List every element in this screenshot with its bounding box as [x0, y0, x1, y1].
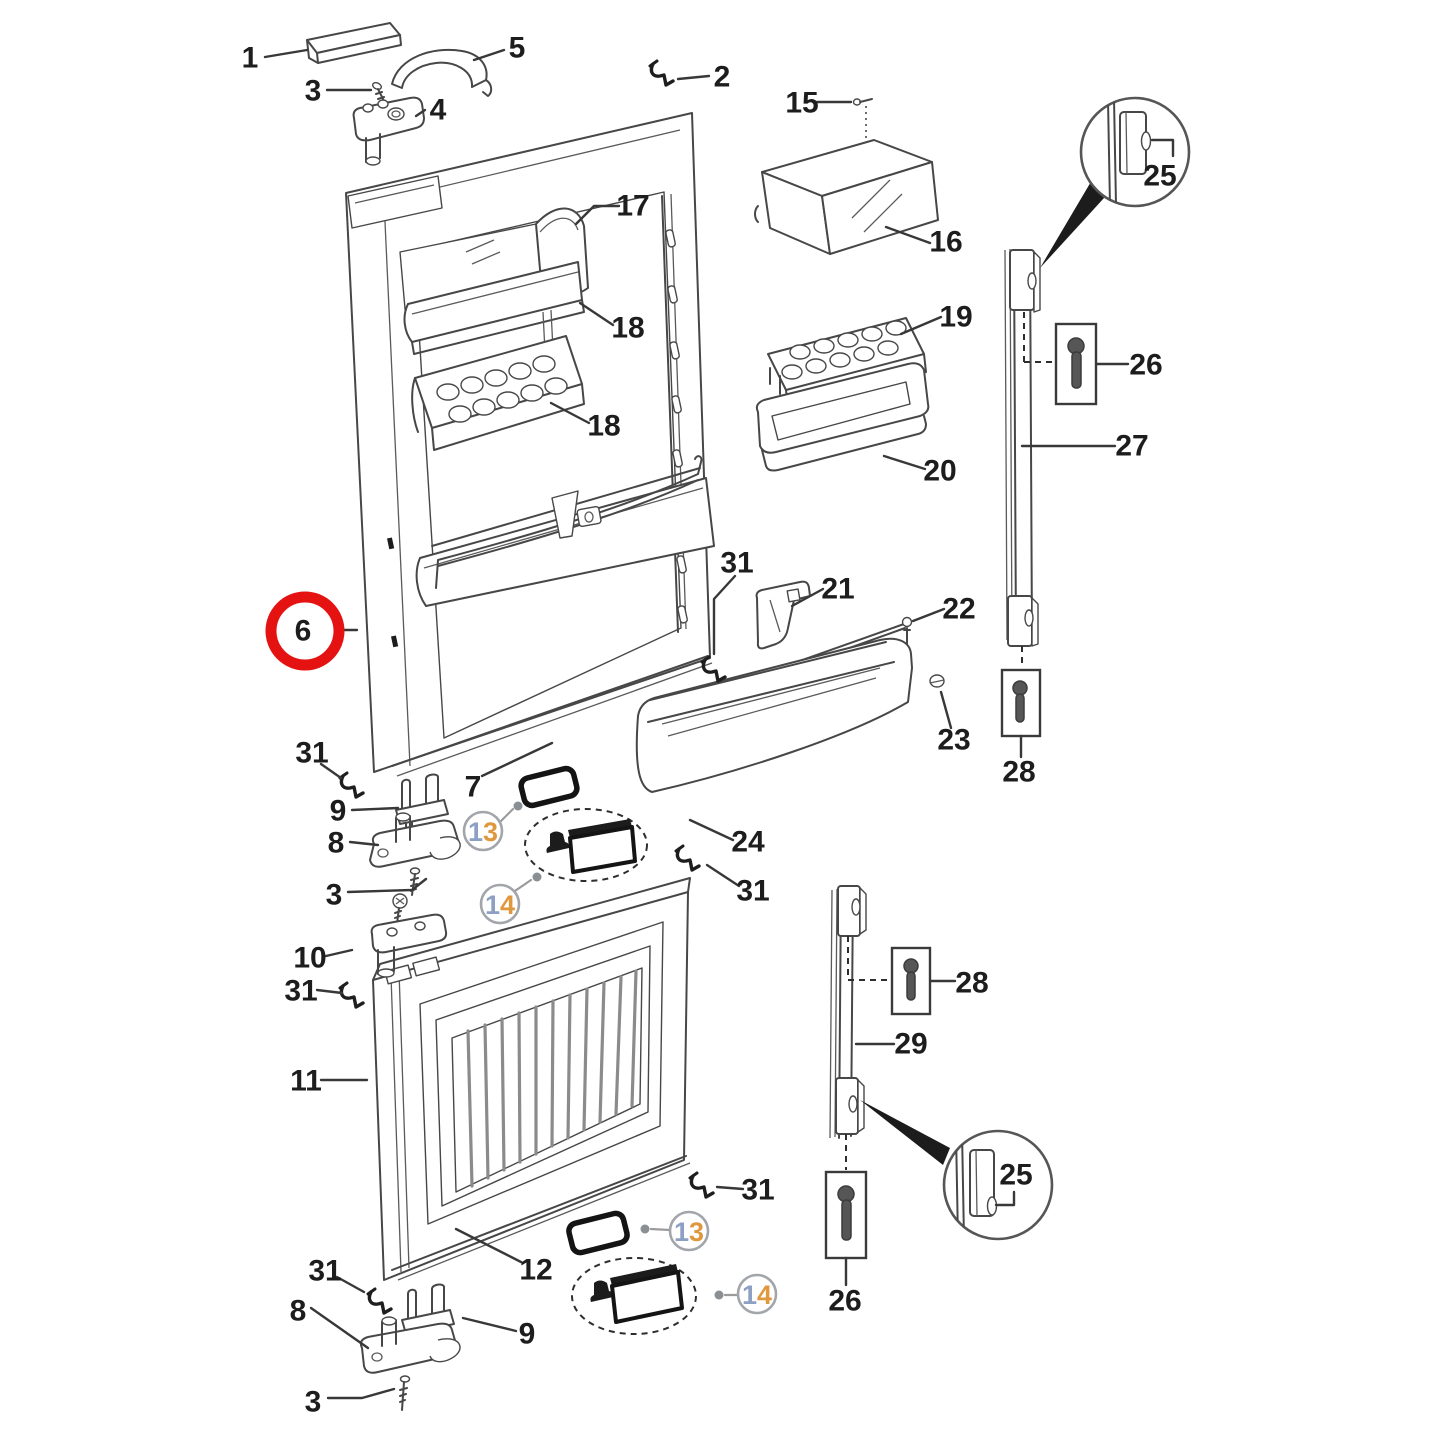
part-door-bottom-shelf [415, 455, 715, 607]
callout-label-28-23: 28 [1002, 756, 1035, 789]
callout-label-28-19: 28 [955, 967, 988, 1000]
part-screw-box-28-top [890, 946, 932, 1016]
callout-label-21-12: 21 [821, 573, 854, 606]
part-egg-tray-19 [767, 317, 927, 409]
callout-label-31-24: 31 [295, 737, 328, 770]
magnifier-circle-25-top [1079, 96, 1191, 208]
part-cap-23 [929, 674, 945, 688]
callout-label-18-9: 18 [587, 410, 620, 443]
part-gasket-kit-14-upper [524, 808, 648, 882]
part-handle-trim-27 [1004, 248, 1056, 668]
part-screw-3-top [372, 81, 387, 106]
callout-label-3-39: 3 [305, 1386, 322, 1419]
callout-label-5-2: 5 [509, 32, 526, 65]
part-top-trim-1 [306, 22, 402, 64]
part-tray-20 [755, 362, 930, 472]
highlighted-callout-label: 6 [295, 615, 312, 648]
part-door-bin-18-upper [403, 261, 585, 355]
svg-text:14: 14 [485, 890, 515, 920]
part-screw-box-26-top [1054, 322, 1098, 406]
callout-label-15-5: 15 [785, 87, 818, 120]
callout-label-25-16: 25 [1143, 160, 1176, 193]
part-door-bin-18-egg [411, 309, 585, 451]
part-support-21 [755, 580, 811, 650]
callout-label-31-28: 31 [741, 1174, 774, 1207]
callout-label-17-7: 17 [616, 190, 649, 223]
svg-text:14: 14 [742, 1280, 772, 1310]
callout-label-29-20: 29 [894, 1028, 927, 1061]
callout-label-1-0: 1 [242, 42, 259, 75]
part-gasket-kit-14-lower [571, 1257, 697, 1335]
callout-label-26-22: 26 [828, 1285, 861, 1318]
part-screw-box-28-right [1000, 668, 1042, 738]
part-gasket-strip-13-upper [518, 765, 580, 809]
badge-callouts: 13 14 13 14 [462, 810, 778, 1315]
callout-label-27-18: 27 [1115, 430, 1148, 463]
part-handle-trim-29 [829, 885, 892, 1170]
callout-label-26-17: 26 [1129, 349, 1162, 382]
magnifier-pointer-top [1040, 180, 1104, 268]
callout-label-3-33: 3 [326, 879, 343, 912]
part-top-hinge-4 [352, 96, 425, 166]
callout-label-16-6: 16 [929, 226, 962, 259]
callout-label-9-37: 9 [519, 1318, 536, 1351]
badge-callout-13-0: 13 [462, 810, 504, 852]
callout-label-2-4: 2 [714, 61, 731, 94]
callout-label-20-11: 20 [923, 455, 956, 488]
magnifier-circle-25-bottom [942, 1129, 1054, 1241]
leader-lines [263, 48, 1130, 1400]
callout-label-10-34: 10 [293, 942, 326, 975]
callout-label-24-15: 24 [731, 826, 765, 859]
highlighted-callout: 6 [265, 591, 345, 671]
callout-label-25-21: 25 [999, 1159, 1032, 1192]
badge-callout-13-2: 13 [668, 1210, 710, 1252]
callout-label-22-13: 22 [942, 593, 975, 626]
svg-text:13: 13 [674, 1217, 704, 1247]
callout-label-12-36: 12 [519, 1254, 552, 1287]
part-gasket-strip-13-lower [566, 1210, 630, 1256]
part-screw-box-26-bottom [824, 1170, 868, 1260]
badge-callout-14-1: 14 [479, 883, 521, 925]
part-butter-lid-16 [754, 139, 939, 255]
number-callouts: 1354215161718181920212223242526272829252… [242, 32, 1177, 1419]
part-upper-door [345, 112, 713, 777]
part-screws-3-middle [392, 867, 421, 925]
callout-label-31-25: 31 [720, 547, 753, 580]
callout-label-19-10: 19 [939, 301, 972, 334]
callout-label-18-8: 18 [611, 312, 644, 345]
callout-label-8-32: 8 [328, 827, 345, 860]
callout-label-7-30: 7 [465, 771, 482, 804]
badge-callout-14-3: 14 [736, 1273, 778, 1315]
svg-text:13: 13 [468, 817, 498, 847]
callout-label-9-31: 9 [330, 795, 347, 828]
part-clip-2 [648, 59, 675, 87]
callout-label-8-38: 8 [290, 1295, 307, 1328]
part-hinge-cover-5 [391, 49, 493, 97]
part-hinge-8-lower [359, 1316, 461, 1374]
callout-label-4-3: 4 [430, 94, 447, 127]
callout-label-31-29: 31 [308, 1255, 341, 1288]
part-door-bin-24 [635, 637, 913, 793]
magnifier-pointer-bottom [860, 1100, 950, 1165]
callout-label-31-27: 31 [284, 975, 317, 1008]
callout-label-23-14: 23 [937, 724, 970, 757]
part-freezer-door-11 [372, 877, 691, 1281]
callout-label-11-35: 11 [290, 1065, 322, 1098]
freezer-door-ribs [466, 969, 638, 1188]
part-screw-15 [852, 98, 873, 140]
part-hinge-8-upper [369, 812, 461, 868]
part-pivot-10 [370, 913, 448, 978]
part-screw-3-bottom [399, 1375, 411, 1411]
highlight-ring [265, 591, 345, 671]
callout-label-3-1: 3 [305, 75, 322, 108]
callout-label-31-26: 31 [736, 875, 769, 908]
